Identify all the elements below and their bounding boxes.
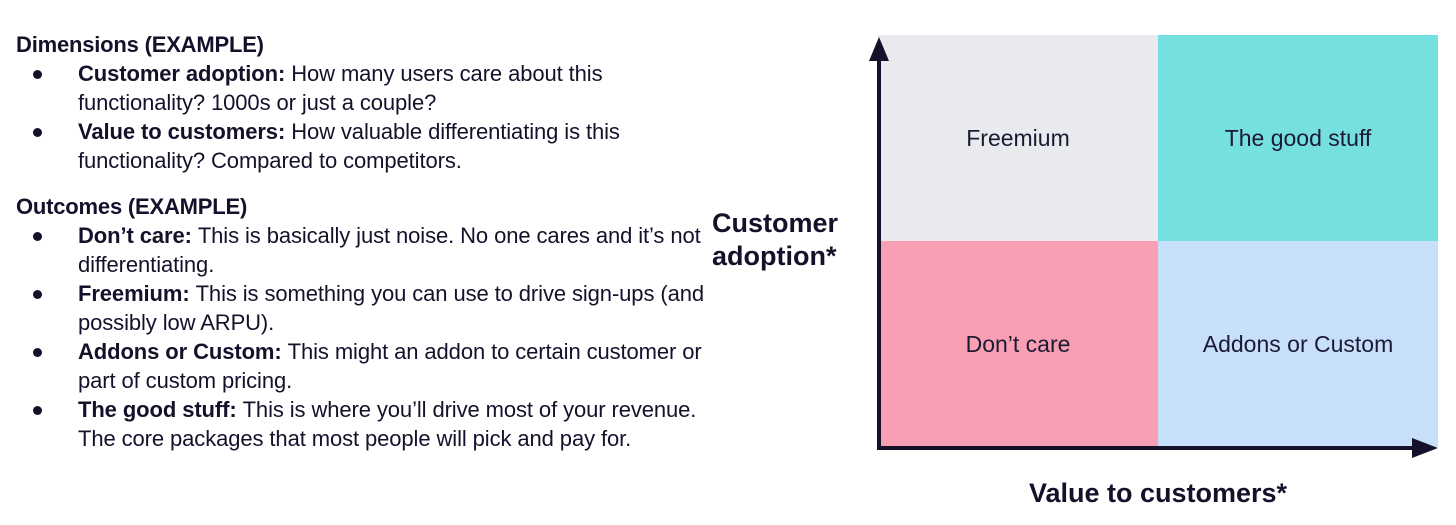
quadrant-matrix: Freemium The good stuff Don’t care Addon… bbox=[706, 0, 1456, 525]
bullet-term: Customer adoption: bbox=[78, 61, 286, 86]
bullet-text: This might an addon to certain customer … bbox=[78, 339, 702, 393]
bullet-dot-icon bbox=[33, 232, 42, 241]
bullet-text: This is something you can use to drive s… bbox=[78, 281, 704, 335]
outcome-item-dont-care: Don’t care:This is basically just noise.… bbox=[16, 221, 706, 279]
quadrant-label: The good stuff bbox=[1224, 124, 1372, 151]
dimensions-heading: Dimensions (EXAMPLE) bbox=[16, 32, 264, 57]
quadrant-the-good-stuff: The good stuff bbox=[1158, 35, 1438, 241]
dimension-item-value-to-customers: Value to customers:How valuable differen… bbox=[16, 117, 706, 175]
dimensions-list: Customer adoption:How many users care ab… bbox=[16, 59, 706, 175]
bullet-term: The good stuff: bbox=[78, 397, 237, 422]
text-panel: Dimensions (EXAMPLE) Customer adoption:H… bbox=[16, 30, 706, 470]
bullet-text: This is basically just noise. No one car… bbox=[78, 223, 701, 277]
quadrant-label: Freemium bbox=[966, 124, 1070, 151]
outcome-item-addons-or-custom: Addons or Custom:This might an addon to … bbox=[16, 337, 706, 395]
y-axis-line bbox=[877, 55, 881, 449]
outcomes-heading: Outcomes (EXAMPLE) bbox=[16, 194, 248, 219]
outcomes-list: Don’t care:This is basically just noise.… bbox=[16, 221, 706, 453]
x-axis-label: Value to customers* bbox=[1028, 478, 1288, 508]
bullet-dot-icon bbox=[33, 128, 42, 137]
x-axis-line bbox=[877, 446, 1423, 450]
y-axis-label: Customer adoption* bbox=[712, 208, 839, 271]
bullet-text: This is where you’ll drive most of your … bbox=[78, 397, 697, 451]
bullet-term: Don’t care: bbox=[78, 223, 192, 248]
quadrant-dont-care: Don’t care bbox=[878, 241, 1158, 447]
bullet-term: Freemium: bbox=[78, 281, 190, 306]
dimension-item-customer-adoption: Customer adoption:How many users care ab… bbox=[16, 59, 706, 117]
bullet-dot-icon bbox=[33, 406, 42, 415]
bullet-term: Addons or Custom: bbox=[78, 339, 282, 364]
outcome-item-the-good-stuff: The good stuff:This is where you’ll driv… bbox=[16, 395, 706, 453]
arrow-up-icon bbox=[869, 37, 889, 61]
bullet-dot-icon bbox=[33, 348, 42, 357]
quadrant-label: Don’t care bbox=[965, 330, 1071, 357]
outcome-item-freemium: Freemium:This is something you can use t… bbox=[16, 279, 706, 337]
bullet-dot-icon bbox=[33, 290, 42, 299]
bullet-text: How valuable differentiating is this fun… bbox=[78, 119, 620, 173]
bullet-dot-icon bbox=[33, 70, 42, 79]
quadrant-freemium: Freemium bbox=[878, 35, 1158, 241]
bullet-text: How many users care about this functiona… bbox=[78, 61, 603, 115]
arrow-right-icon bbox=[1412, 438, 1438, 458]
bullet-term: Value to customers: bbox=[78, 119, 286, 144]
quadrant-label: Addons or Custom bbox=[1202, 330, 1394, 357]
quadrant-addons-or-custom: Addons or Custom bbox=[1158, 241, 1438, 447]
